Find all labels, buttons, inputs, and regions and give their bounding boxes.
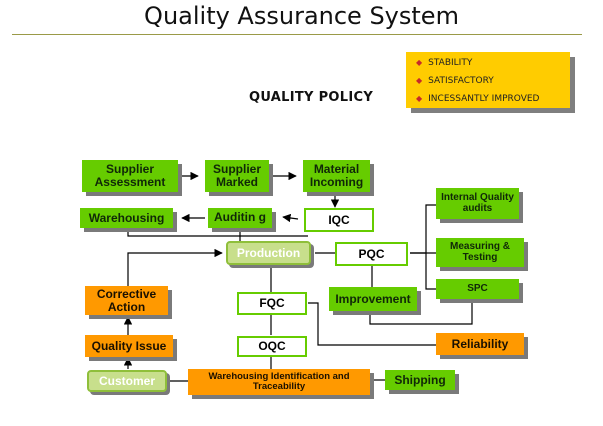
line-warehousing-to-production [127, 229, 308, 237]
node-shipping: Shipping [385, 370, 455, 390]
page-title: Quality Assurance System [144, 2, 459, 30]
policy-item-label: SATISFACTORY [428, 76, 494, 86]
node-warehousing: Warehousing [80, 208, 173, 228]
node-internal-quality-audits: Internal Quality audits [436, 188, 519, 219]
node-spc: SPC [436, 279, 519, 299]
node-improvement: Improvement [329, 287, 417, 311]
policy-item-stability: ◆ STABILITY [416, 58, 472, 68]
node-pqc: PQC [335, 242, 408, 266]
diamond-bullet-icon: ◆ [416, 58, 423, 67]
arrow-corrective-to-production [127, 248, 223, 286]
node-iqc: IQC [304, 208, 374, 232]
node-fqc: FQC [237, 292, 307, 315]
title-divider [12, 34, 582, 35]
node-quality-issue: Quality Issue [85, 335, 173, 357]
node-corrective-action: Corrective Action [85, 286, 168, 315]
quality-policy-heading: QUALITY POLICY [249, 90, 374, 105]
arrow-iqc-to-auditing [282, 213, 299, 223]
policy-item-label: INCESSANTLY IMPROVED [428, 94, 540, 104]
policy-item-incessantly-improved: ◆ INCESSANTLY IMPROVED [416, 94, 539, 104]
diamond-bullet-icon: ◆ [416, 94, 423, 103]
node-warehousing-identification: Warehousing Identification and Traceabil… [188, 369, 370, 395]
node-material-incoming: Material Incoming [303, 160, 370, 192]
node-customer: Customer [87, 370, 167, 392]
policy-item-label: STABILITY [428, 58, 473, 68]
node-supplier-marked: Supplier Marked [205, 160, 269, 192]
node-oqc: OQC [237, 336, 307, 357]
node-production: Production [226, 241, 311, 265]
node-supplier-assessment: Supplier Assessment [82, 160, 178, 192]
node-measuring-testing: Measuring & Testing [436, 238, 524, 267]
quality-policy-panel: ◆ STABILITY ◆ SATISFACTORY ◆ INCESSANTLY IM… [406, 52, 570, 108]
diamond-bullet-icon: ◆ [416, 76, 423, 85]
policy-item-satisfactory: ◆ SATISFACTORY [416, 76, 494, 86]
line-pqc-to-internal-audits [410, 204, 436, 254]
node-auditing: Auditin g [208, 208, 272, 228]
line-pqc-to-spc [425, 253, 436, 290]
line-fqc-to-reliability [308, 302, 436, 346]
node-reliability: Reliability [436, 333, 524, 355]
line-spc-to-improvement [369, 300, 473, 325]
